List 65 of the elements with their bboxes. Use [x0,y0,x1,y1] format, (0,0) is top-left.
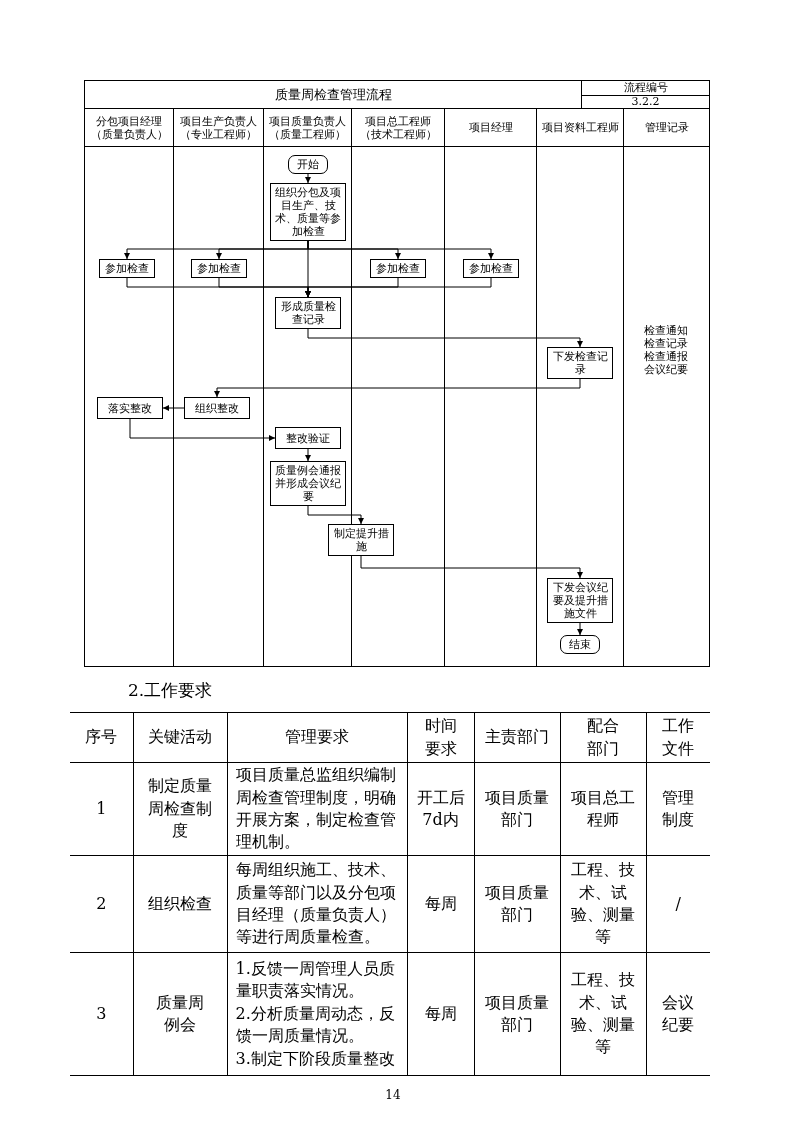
table-cell: 项目总工程师 [560,762,646,856]
process-box: 下发检查记录 [547,347,613,379]
table-cell: 项目质量部门 [474,952,560,1076]
lane-header: 项目总工程师（技术工程师） [358,113,438,143]
connector-arrow [305,173,311,184]
table-cell: 制定质量周检查制度 [133,762,227,856]
process-box: 制定提升措施 [328,524,394,556]
connector-arrow [129,418,276,441]
lane-header: 项目资料工程师 [540,120,620,136]
list-item-text: 1.反馈一周管理人员质量职责落实情况。 [235,958,396,1003]
flowchart-title: 质量周检查管理流程 [273,85,393,104]
table-cell: 每周组织施工、技术、质量等部门以及分包项目经理（质量负责人）等进行周质量检查。 [227,855,407,953]
table-header-cell: 配合部门 [560,712,646,763]
terminal-box: 开始 [288,155,328,174]
process-box: 参加检查 [463,259,519,278]
process-number: 3.2.2 [630,96,661,108]
connector-arrow [305,277,492,298]
table-cell: 质量周例会 [133,952,227,1076]
record-list-text: 检查通知检查记录检查通报会议纪要 [644,324,689,376]
table-header-cell: 管理要求 [227,712,407,763]
table-cell: 项目质量部门 [474,762,560,856]
table-header-cell: 工作文件 [646,712,710,763]
connector-arrow [214,378,581,398]
lane-header: 项目质量负责人（质量工程师） [268,113,347,143]
connector-arrow [577,622,583,636]
table-cell: 项目质量总监组织编制周检查管理制度，明确开展方案，制定检查管理机制。 [227,762,407,856]
list-item-text: 2.分析质量周动态，反馈一周质量情况。 [235,1002,396,1048]
connector-arrow [305,448,311,462]
table-header-cell: 序号 [70,712,133,763]
process-box: 质量例会通报并形成会议纪要 [270,461,346,506]
table-cell: 2 [70,855,133,953]
lane-header: 项目生产负责人（专业工程师） [179,113,258,143]
table-header-cell: 关键活动 [133,712,227,763]
connector-arrow [360,555,583,579]
table-cell: 开工后7d内 [407,762,474,856]
table-cell: 每周 [407,952,474,1076]
connector-arrow [307,328,583,348]
list-item-text: 3.制定下阶段质量整改 [235,1047,396,1070]
lane-header: 分包项目经理（质量负责人） [89,113,169,143]
process-box: 下发会议纪要及提升措施文件 [547,578,613,623]
section-heading: 2.工作要求 [128,679,213,701]
connector-arrow [307,505,364,525]
process-box: 参加检查 [99,259,155,278]
process-number-label: 流程编号 [622,81,669,95]
table-cell: 工程、技术、试验、测量等 [560,952,646,1076]
connector-arrow [162,405,185,411]
process-box: 参加检查 [191,259,247,278]
process-box: 组织整改 [184,397,250,419]
table-header-cell: 时间要求 [407,712,474,763]
table-header-cell: 主责部门 [474,712,560,763]
table-cell: 3 [70,952,133,1076]
lane-header: 管理记录 [643,120,690,136]
table-cell: 工程、技术、试验、测量等 [560,855,646,953]
lane-header: 项目经理 [467,120,514,136]
process-box: 落实整改 [97,397,163,419]
page-number: 14 [384,1088,402,1103]
table-cell: 每周 [407,855,474,953]
process-box: 形成质量检查记录 [275,297,341,329]
process-box: 参加检查 [370,259,426,278]
table-cell: 1 [70,762,133,856]
table-cell: 项目质量部门 [474,855,560,953]
terminal-box: 结束 [560,635,600,654]
table-cell: 组织检查 [133,855,227,953]
process-box: 整改验证 [275,427,341,449]
process-box: 组织分包及项目生产、技术、质量等参加检查 [270,183,346,241]
